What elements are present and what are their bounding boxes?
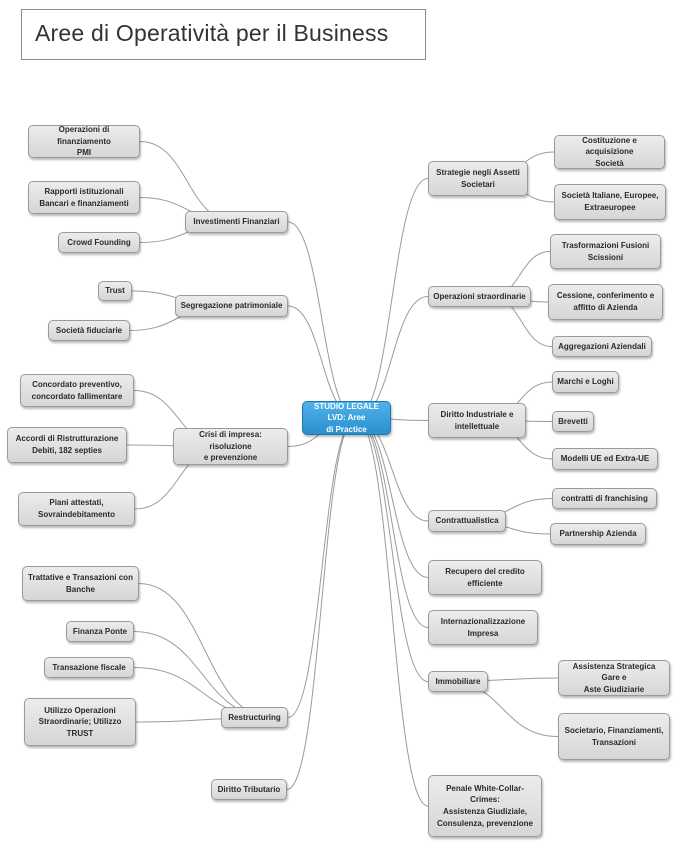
node-trattative-transazioni[interactable]: Trattative e Transazioni con Banche [22,566,139,601]
node-immobiliare[interactable]: Immobiliare [428,671,488,692]
node-restructuring[interactable]: Restructuring [221,707,288,728]
node-operazioni-straordinarie[interactable]: Operazioni straordinarie [428,286,531,307]
node-transazione-fiscale[interactable]: Transazione fiscale [44,657,134,678]
link-center-strategie [355,178,429,419]
node-concordato[interactable]: Concordato preventivo, concordato fallim… [20,374,134,407]
node-crisi-di-impresa[interactable]: Crisi di impresa: risoluzione e prevenzi… [173,428,288,465]
link-center-immobiliare [355,417,429,682]
node-trust[interactable]: Trust [98,281,132,301]
node-aggregazioni-aziendali[interactable]: Aggregazioni Aziendali [552,336,652,357]
node-utilizzo-operazioni[interactable]: Utilizzo Operazioni Straordinarie; Utili… [24,698,136,746]
link-center-tributario [286,417,357,790]
node-finanza-ponte[interactable]: Finanza Ponte [66,621,134,642]
node-societario-finanziamenti[interactable]: Societario, Finanziamenti, Transazioni [558,713,670,760]
node-marchi-loghi[interactable]: Marchi e Loghi [552,371,619,393]
node-diritto-tributario[interactable]: Diritto Tributario [211,779,287,800]
node-contratti-franchising[interactable]: contratti di franchising [552,488,657,509]
node-accordi-ristrutturazione[interactable]: Accordi di Ristrutturazione Debiti, 182 … [7,427,127,463]
link-center-investimenti [287,221,357,419]
node-operazioni-finanziamento[interactable]: Operazioni di finanziamento PMI [28,125,140,158]
title-box: Aree di Operatività per il Business [21,9,426,60]
node-diritto-industriale[interactable]: Diritto Industriale e intellettuale [428,403,526,438]
page-title: Aree di Operatività per il Business [35,20,389,46]
node-rapporti-istituzionali[interactable]: Rapporti istituzionali Bancari e finanzi… [28,181,140,214]
node-cessione-conferimento[interactable]: Cessione, conferimento e affitto di Azie… [548,284,663,320]
central-node[interactable]: STUDIO LEGALE LVD: Aree di Practice [302,401,391,435]
link-restructuring-trattative [138,583,272,718]
node-contrattualistica[interactable]: Contrattualistica [428,510,506,532]
node-societa-fiduciarie[interactable]: Società fiduciarie [48,320,130,341]
node-internazionalizzazione[interactable]: Internazionalizzazione Impresa [428,610,538,645]
node-partnership-azienda[interactable]: Partnership Azienda [550,523,646,545]
node-penale-white-collar[interactable]: Penale White-Collar-Crimes: Assistenza G… [428,775,542,837]
link-center-penale [355,417,429,807]
link-center-internaz [355,417,429,628]
node-assistenza-strategica[interactable]: Assistenza Strategica Gare e Aste Giudiz… [558,660,670,696]
link-center-restructuring [287,417,357,718]
node-recupero-credito[interactable]: Recupero del credito efficiente [428,560,542,595]
node-investimenti-finanziari[interactable]: Investimenti Finanziari [185,211,288,233]
node-crowd-founding[interactable]: Crowd Founding [58,232,140,253]
node-trasformazioni[interactable]: Trasformazioni Fusioni Scissioni [550,234,661,269]
node-costituzione-acquisizione[interactable]: Costituzione e acquisizione Società [554,135,665,169]
node-modelli-ue[interactable]: Modelli UE ed Extra-UE [552,448,658,470]
node-brevetti[interactable]: Brevetti [552,411,594,432]
node-piani-attestati[interactable]: Piani attestati, Sovraindebitamento [18,492,135,526]
node-segregazione-patrimoniale[interactable]: Segregazione patrimoniale [175,295,288,317]
link-center-recupero [355,417,429,578]
node-societa-italiane[interactable]: Società Italiane, Europee, Extraeuropee [554,184,666,220]
node-strategie-assetti[interactable]: Strategie negli Assetti Societari [428,161,528,196]
